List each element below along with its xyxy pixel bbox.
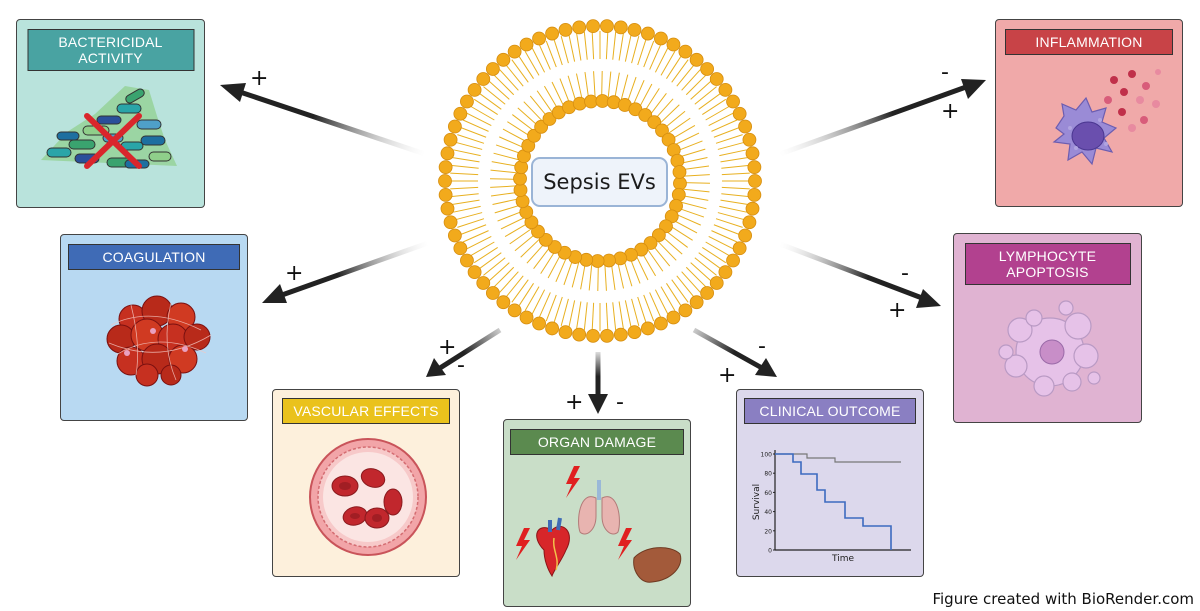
y-tick-label: 60 [764, 490, 772, 497]
sign-clinical-top: - [758, 334, 766, 359]
arrow-to-organ [588, 352, 608, 414]
survival-xlabel: Time [831, 554, 854, 564]
panel-title-vascular: VASCULAR EFFECTS [282, 398, 450, 424]
y-tick-label: 20 [764, 528, 772, 535]
sign-coagulation: + [285, 261, 304, 286]
panel-inflammation: INFLAMMATION [995, 19, 1183, 207]
panel-clinical-outcome: CLINICAL OUTCOME 0 20 40 60 80 100 Survival T… [736, 389, 924, 577]
sign-organ-right: - [616, 390, 624, 415]
liver-icon [633, 547, 682, 583]
arrow-to-coagulation [262, 240, 429, 303]
panel-title-lymphocyte: LYMPHOCYTE APOPTOSIS [964, 243, 1131, 285]
y-tick-label: 80 [764, 471, 772, 478]
apoptotic-cell-icon [998, 300, 1101, 397]
arrow-to-inflammation [779, 79, 986, 157]
organs-icon [516, 466, 682, 583]
lungs-icon [578, 480, 620, 535]
heart-icon [536, 517, 570, 578]
bacteria-cluster-icon [41, 86, 177, 169]
sign-bactericidal: + [250, 66, 269, 91]
sign-lymphocyte-bottom: + [888, 298, 907, 323]
sign-vascular-bottom: - [457, 353, 465, 378]
arrow-to-bactericidal [220, 83, 426, 157]
panel-lymphocyte-apoptosis: LYMPHOCYTE APOPTOSIS [953, 233, 1142, 423]
arrow-to-lymphocyte [779, 241, 941, 308]
credit-text: Figure created with BioRender.com [932, 590, 1194, 608]
sign-organ-left: + [565, 390, 584, 415]
center-label: Sepsis EVs [531, 157, 668, 207]
y-tick-label: 0 [768, 548, 772, 555]
panel-title-coagulation: COAGULATION [68, 244, 240, 270]
panel-bactericidal-activity: BACTERICIDAL ACTIVITY [16, 19, 205, 208]
macrophage-icon [1052, 69, 1161, 166]
y-axis-ticks: 0 20 40 60 80 100 [761, 452, 775, 555]
cross-mark-icon [84, 113, 142, 169]
panel-title-bactericidal: BACTERICIDAL ACTIVITY [27, 29, 194, 71]
sign-inflammation-bottom: + [941, 99, 960, 124]
survival-ylabel: Survival [752, 484, 762, 520]
panel-title-organ: ORGAN DAMAGE [510, 429, 684, 455]
survival-curve-plot: 0 20 40 60 80 100 Survival Time [752, 450, 911, 564]
sign-lymphocyte-top: - [901, 261, 909, 286]
y-tick-label: 100 [761, 452, 773, 459]
sign-clinical-bottom: + [718, 363, 737, 388]
sign-vascular-top: + [438, 335, 457, 360]
blood-vessel-icon [309, 438, 427, 556]
y-tick-label: 40 [764, 509, 772, 516]
arrow-to-clinical [692, 327, 777, 377]
panel-coagulation: COAGULATION [60, 234, 248, 421]
blood-clot-icon [106, 295, 212, 387]
lightning-icons [516, 466, 632, 560]
panel-title-clinical: CLINICAL OUTCOME [744, 398, 916, 424]
cytokine-dots [1104, 69, 1161, 132]
panel-organ-damage: ORGAN DAMAGE [503, 419, 691, 607]
panel-vascular-effects: VASCULAR EFFECTS [272, 389, 460, 577]
ev-membrane-vesicle [438, 19, 762, 343]
sign-inflammation-top: - [941, 60, 949, 85]
arrow-to-vascular [426, 327, 502, 377]
panel-title-inflammation: INFLAMMATION [1005, 29, 1173, 55]
